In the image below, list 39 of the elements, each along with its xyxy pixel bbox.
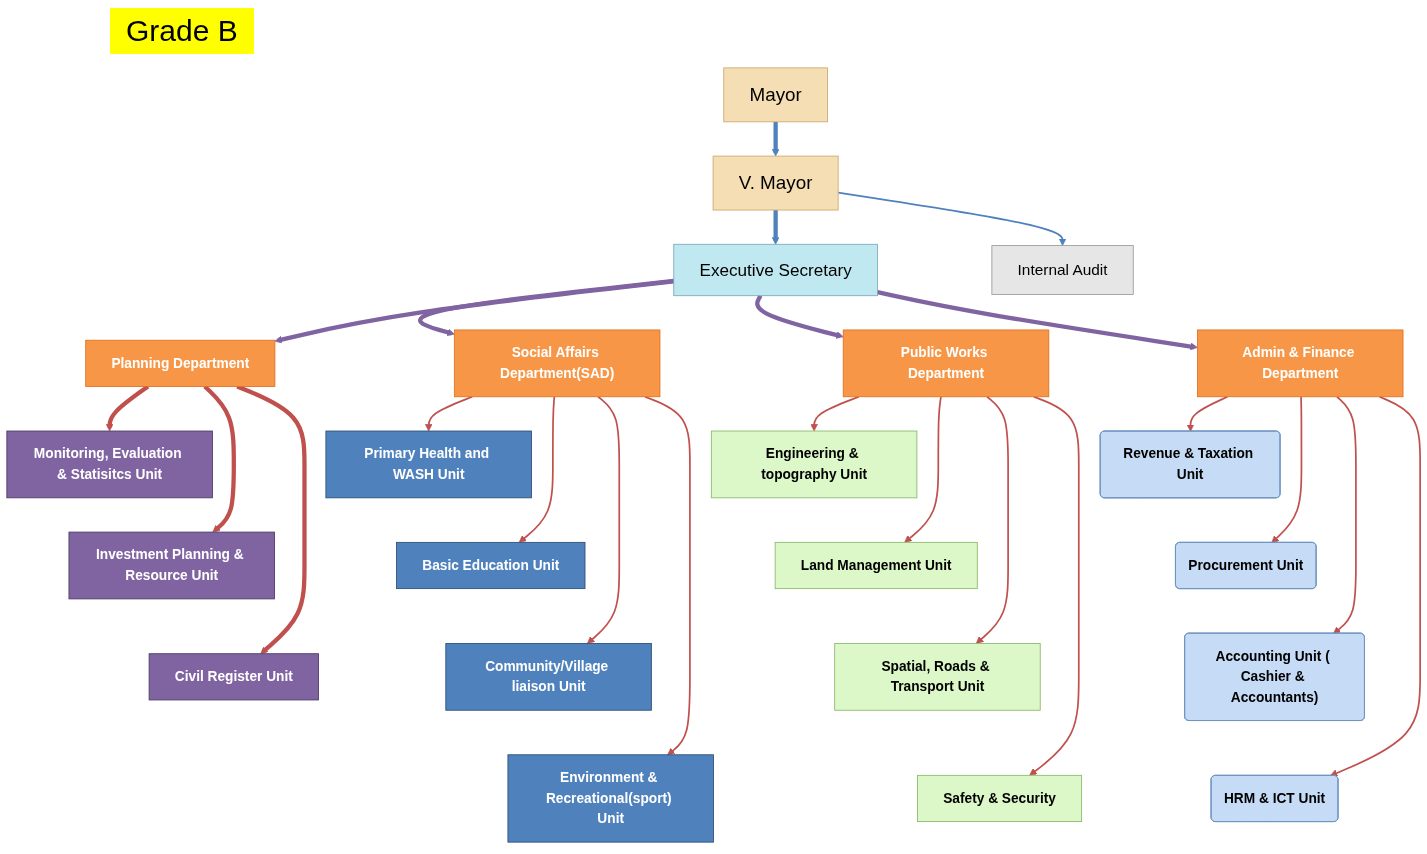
- node-box: Admin & Finance Department: [1197, 329, 1404, 398]
- node-box: Safety & Security: [917, 774, 1083, 822]
- node-box: Executive Secretary: [673, 243, 878, 297]
- node-box: Investment Planning & Resource Unit: [68, 531, 275, 600]
- arrow: [810, 395, 860, 432]
- arrow: [975, 395, 1009, 644]
- arrow: [904, 395, 942, 543]
- node-box: Environment & Recreational(sport) Unit: [507, 754, 714, 843]
- node-box: Social Affairs Department(SAD): [453, 329, 661, 398]
- node-box: Basic Education Unit: [396, 541, 586, 590]
- arrow: [418, 278, 674, 336]
- node-box: Mayor: [723, 67, 828, 123]
- node-box: Planning Department: [85, 339, 276, 387]
- node-box: Engineering & topography Unit: [710, 430, 918, 499]
- node-box: Spatial, Roads & Transport Unit: [834, 643, 1041, 711]
- arrow: [771, 121, 780, 157]
- node-box: Monitoring, Evaluation & Statisitcs Unit: [6, 430, 213, 499]
- arrow: [518, 395, 556, 543]
- node-box: Internal Audit: [991, 245, 1134, 295]
- arrow: [1029, 395, 1080, 776]
- arrow: [587, 395, 621, 644]
- node-box: V. Mayor: [712, 155, 839, 211]
- node-box: Civil Register Unit: [148, 653, 319, 701]
- arrow: [1330, 395, 1421, 777]
- arrow: [274, 279, 674, 344]
- arrow: [837, 191, 1067, 246]
- arrow: [755, 294, 844, 339]
- node-box: Community/Village liaison Unit: [445, 643, 652, 711]
- arrow: [424, 395, 474, 432]
- arrow: [771, 210, 780, 245]
- arrow: [877, 290, 1198, 351]
- arrow: [644, 395, 691, 756]
- node-box: Public Works Department: [842, 329, 1050, 398]
- arrow: [1271, 395, 1303, 544]
- node-box: Land Management Unit: [774, 541, 978, 590]
- grade-label: Grade B: [110, 8, 254, 54]
- arrow: [1333, 395, 1357, 634]
- arrow: [1186, 395, 1229, 432]
- node-box: Primary Health and WASH Unit: [325, 430, 532, 499]
